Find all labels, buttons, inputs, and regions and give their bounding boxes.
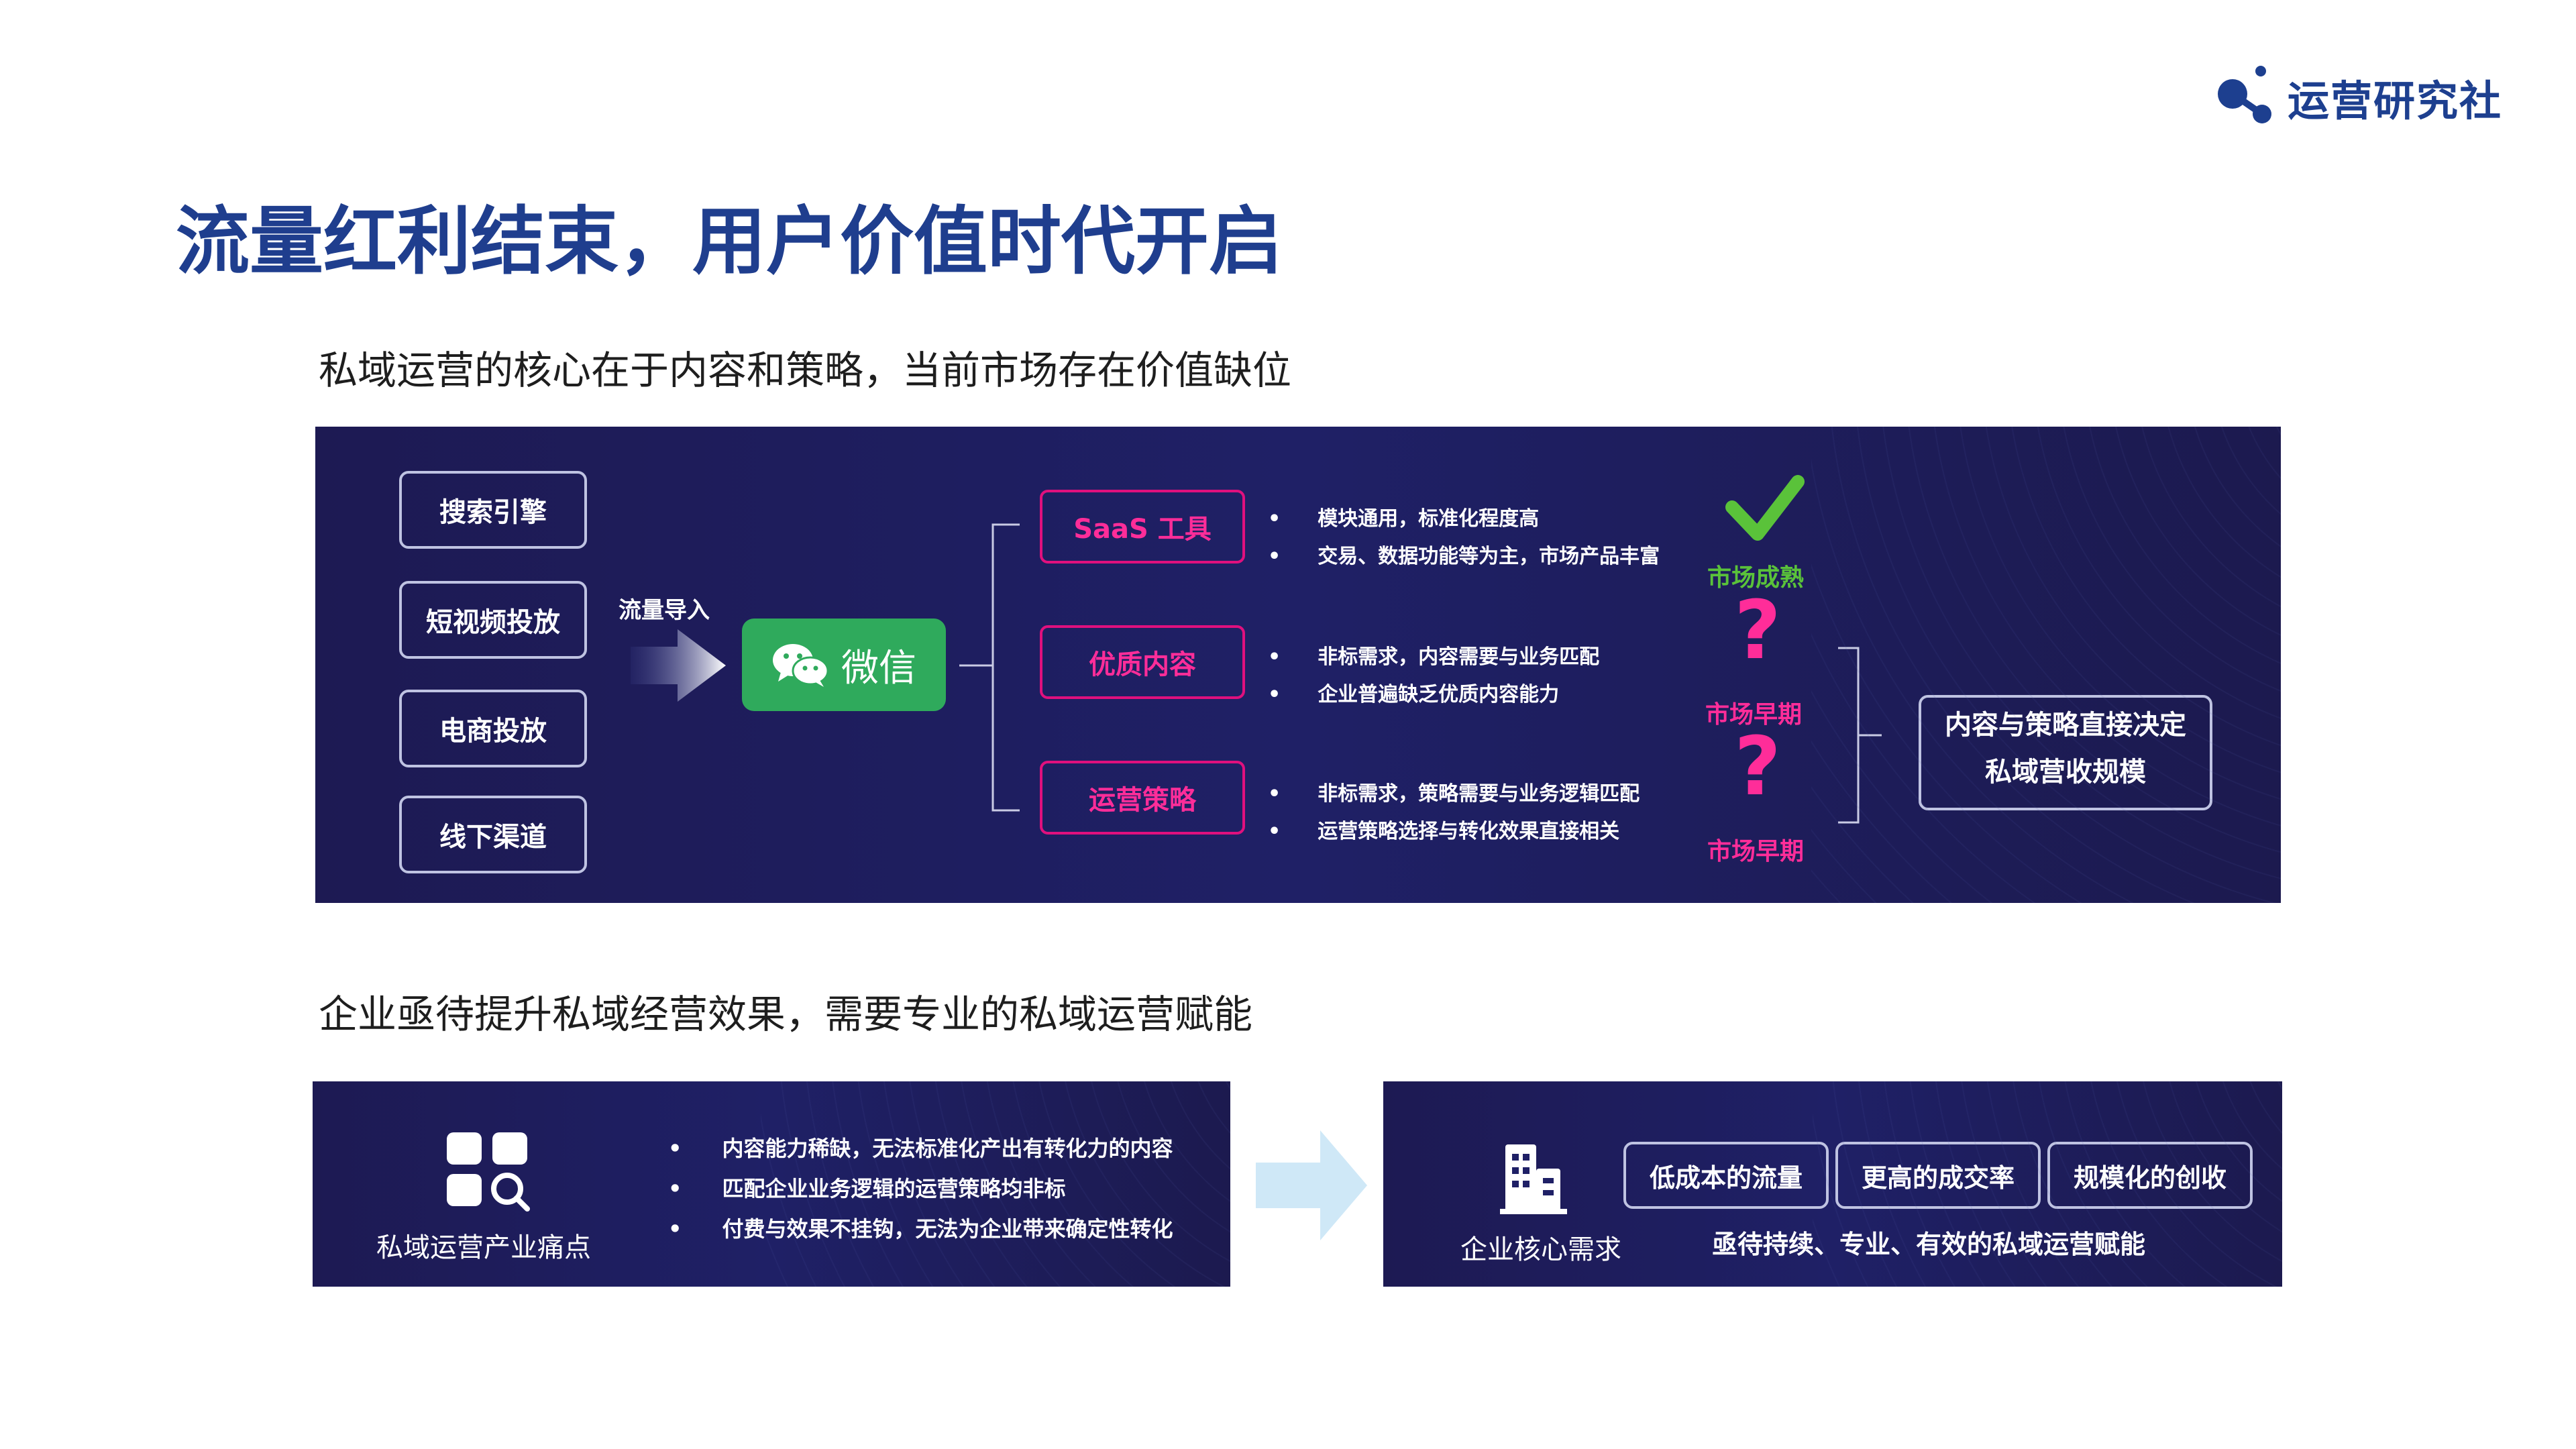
list-item: 非标需求，内容需要与业务匹配 <box>1268 639 1599 676</box>
branch-content: 优质内容 <box>1040 625 1245 699</box>
result-box: 内容与策略直接决定 私域营收规模 <box>1919 695 2212 810</box>
wechat-label: 微信 <box>841 646 916 690</box>
list-item: 非标需求，策略需要与业务逻辑匹配 <box>1268 775 1640 813</box>
list-item: 企业普遍缺乏优质内容能力 <box>1268 676 1599 714</box>
flow-label: 流量导入 <box>619 597 710 624</box>
list-item: 运营策略选择与转化效果直接相关 <box>1268 813 1640 851</box>
branch-strategy: 运营策略 <box>1040 761 1245 835</box>
question-icon: ? <box>1734 720 1781 814</box>
private-domain-diagram: ? ? 搜索引擎 短视频投放 电商投放 线下渠道 流量导入 微信 SaaS 工具… <box>315 427 2281 903</box>
need-low-cost-traffic: 低成本的流量 <box>1623 1142 1829 1209</box>
page-title: 流量红利结束，用户价值时代开启 <box>176 199 1283 284</box>
flow-arrow-icon <box>631 629 726 702</box>
result-line-1: 内容与策略直接决定 <box>1945 710 2186 741</box>
list-item: 付费与效果不挂钩，无法为企业带来确定性转化 <box>668 1209 1173 1249</box>
branch-saas: SaaS 工具 <box>1040 490 1245 564</box>
need-higher-conversion: 更高的成交率 <box>1835 1142 2041 1209</box>
pain-label: 私域运营产业痛点 <box>376 1232 591 1263</box>
wechat-hub: 微信 <box>742 619 946 711</box>
diagram-connectors: ? ? <box>631 475 1882 824</box>
channel-offline: 线下渠道 <box>399 796 587 873</box>
need-scaled-revenue: 规模化的创收 <box>2047 1142 2253 1209</box>
section1-subtitle: 私域运营的核心在于内容和策略，当前市场存在价值缺位 <box>319 347 1292 393</box>
brand-logo: 运营研究社 <box>2214 62 2522 129</box>
channel-short-video: 短视频投放 <box>399 581 587 659</box>
status-early-strategy: 市场早期 <box>1707 838 1805 865</box>
list-item: 交易、数据功能等为主，市场产品丰富 <box>1268 538 1660 576</box>
building-icon <box>1500 1144 1567 1214</box>
status-early-content: 市场早期 <box>1705 701 1803 729</box>
channel-ecommerce: 电商投放 <box>399 690 587 767</box>
question-icon: ? <box>1734 584 1781 678</box>
branch-bracket <box>959 523 1020 812</box>
brand-name: 运营研究社 <box>2288 76 2503 125</box>
check-icon <box>1725 475 1805 541</box>
section2-subtitle: 企业亟待提升私域经营效果，需要专业的私域运营赋能 <box>319 991 1253 1037</box>
saas-points: 模块通用，标准化程度高 交易、数据功能等为主，市场产品丰富 <box>1268 500 1660 576</box>
strategy-points: 非标需求，策略需要与业务逻辑匹配 运营策略选择与转化效果直接相关 <box>1268 775 1640 851</box>
need-summary: 亟待持续、专业、有效的私域运营赋能 <box>1712 1230 2146 1259</box>
right-arrow-icon <box>1256 1130 1367 1240</box>
list-item: 匹配企业业务逻辑的运营策略均非标 <box>668 1169 1173 1209</box>
result-bracket <box>1838 647 1882 824</box>
channel-search: 搜索引擎 <box>399 471 587 549</box>
pain-points-list: 内容能力稀缺，无法标准化产出有转化力的内容 匹配企业业务逻辑的运营策略均非标 付… <box>668 1128 1173 1249</box>
result-line-2: 私域营收规模 <box>1985 757 2146 788</box>
logo-mark-icon <box>2218 66 2271 123</box>
wechat-icon <box>773 644 829 687</box>
status-mature: 市场成熟 <box>1707 564 1805 592</box>
list-item: 内容能力稀缺，无法标准化产出有转化力的内容 <box>668 1128 1173 1169</box>
pain-points-panel: 私域运营产业痛点 内容能力稀缺，无法标准化产出有转化力的内容 匹配企业业务逻辑的… <box>313 1081 1230 1287</box>
need-label: 企业核心需求 <box>1460 1234 1621 1265</box>
content-points: 非标需求，内容需要与业务匹配 企业普遍缺乏优质内容能力 <box>1268 639 1599 714</box>
core-needs-panel: 企业核心需求 低成本的流量 更高的成交率 规模化的创收 亟待持续、专业、有效的私… <box>1383 1081 2282 1287</box>
apps-search-icon <box>447 1132 530 1212</box>
list-item: 模块通用，标准化程度高 <box>1268 500 1660 538</box>
